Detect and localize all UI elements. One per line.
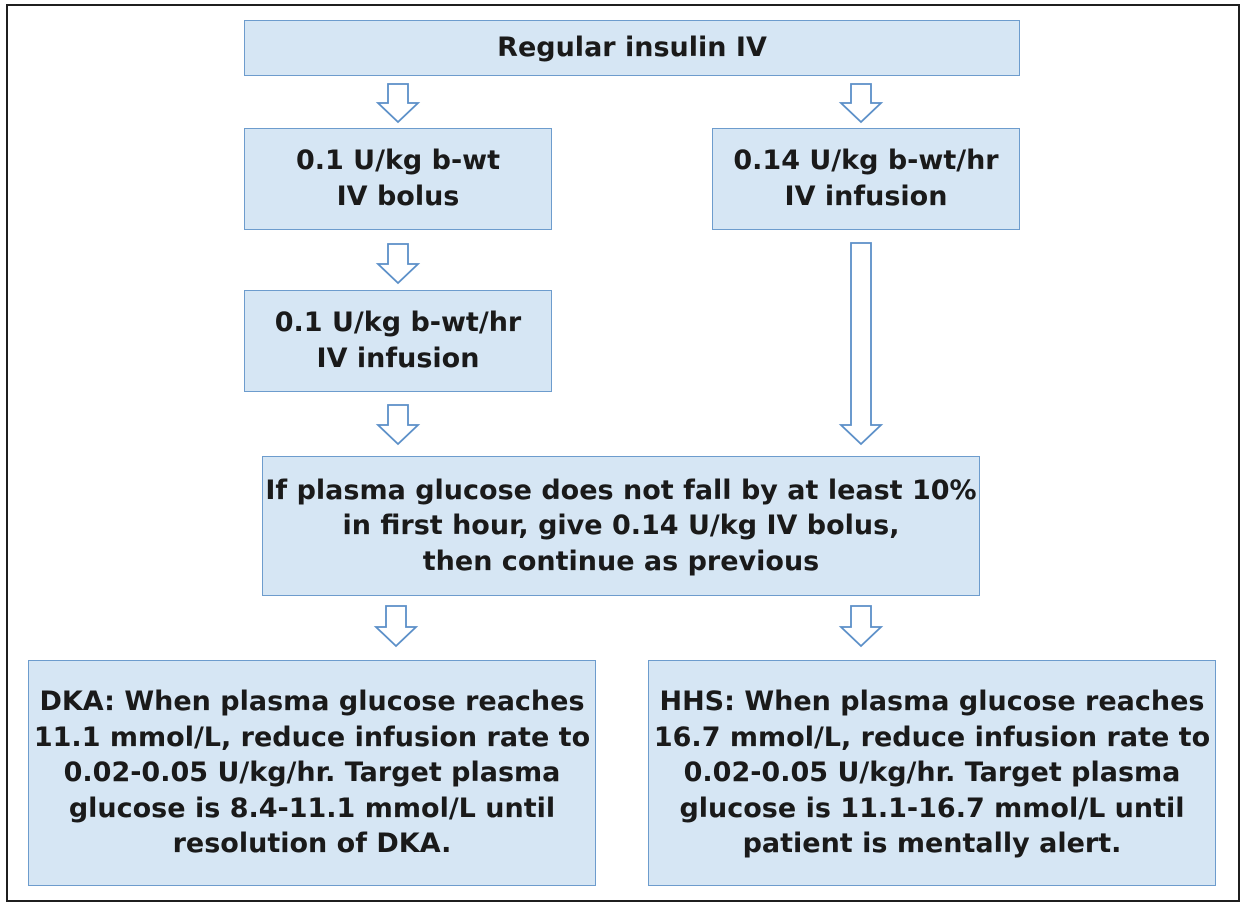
node-text-line: If plasma glucose does not fall by at le… (265, 474, 977, 506)
node-text-line: HHS: When plasma glucose reaches (659, 685, 1205, 717)
node-infusion-0-14: 0.14 U/kg b-wt/hr IV infusion (712, 128, 1020, 230)
node-dka: DKA: When plasma glucose reaches 11.1 mmo… (28, 660, 596, 886)
node-hhs: HHS: When plasma glucose reaches 16.7 mmo… (648, 660, 1216, 886)
node-regular-insulin: Regular insulin IV (244, 20, 1020, 76)
node-infusion-0-1: 0.1 U/kg b-wt/hr IV infusion (244, 290, 552, 392)
node-text-line: 0.02-0.05 U/kg/hr. Target plasma (63, 757, 561, 789)
node-text-line: then continue as previous (422, 545, 820, 577)
node-text-line: patient is mentally alert. (742, 828, 1122, 860)
node-text-line: 0.1 U/kg b-wt (295, 145, 501, 177)
node-text-line: resolution of DKA. (172, 828, 452, 860)
node-text-line: 11.1 mmol/L, reduce infusion rate to (33, 721, 591, 753)
node-glucose-check: If plasma glucose does not fall by at le… (262, 456, 980, 596)
node-text-line: DKA: When plasma glucose reaches (39, 685, 585, 717)
node-text-line: 0.1 U/kg b-wt/hr (274, 307, 522, 339)
node-text-line: in first hour, give 0.14 U/kg IV bolus, (342, 510, 900, 542)
node-bolus-0-1: 0.1 U/kg b-wt IV bolus (244, 128, 552, 230)
node-text-line: IV infusion (784, 181, 948, 212)
node-text-line: glucose is 11.1-16.7 mmol/L until (679, 792, 1185, 824)
node-text-line: 0.14 U/kg b-wt/hr (733, 145, 999, 177)
node-text-line: 16.7 mmol/L, reduce infusion rate to (653, 721, 1211, 753)
node-text-line: IV infusion (316, 343, 480, 374)
node-text-line: glucose is 8.4-11.1 mmol/L until (68, 792, 556, 824)
node-text-line: IV bolus (336, 181, 460, 212)
node-text-line: Regular insulin IV (497, 32, 767, 64)
node-text-line: 0.02-0.05 U/kg/hr. Target plasma (683, 757, 1181, 789)
